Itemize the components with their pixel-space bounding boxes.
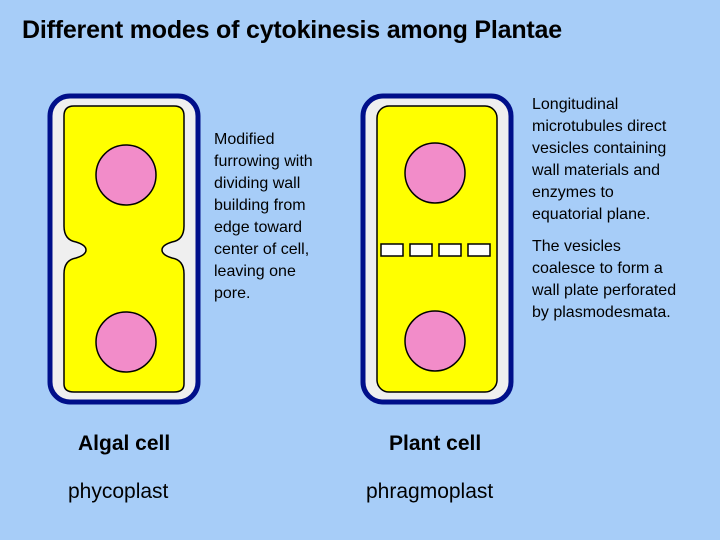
algal-description-text: Modified furrowing with dividing wall bu… <box>214 131 313 302</box>
algal-cell-type: phycoplast <box>68 480 169 503</box>
plant-cell-label: Plant cell <box>389 432 482 455</box>
algal-description: Modified furrowing with dividing wall bu… <box>214 129 334 305</box>
vesicle <box>467 243 491 257</box>
plant-nucleus-bottom <box>404 310 466 372</box>
plant-description-text-2: The vesicles coalesce to form a wall pla… <box>532 238 677 321</box>
plant-description: Longitudinal microtubules direct vesicle… <box>532 94 682 324</box>
vesicle <box>409 243 433 257</box>
vesicle <box>380 243 404 257</box>
algal-cell-diagram <box>47 93 201 405</box>
algal-nucleus-bottom <box>95 311 157 373</box>
algal-nucleus-top <box>95 144 157 206</box>
plant-description-text-1: Longitudinal microtubules direct vesicle… <box>532 96 667 223</box>
plant-cell-type: phragmoplast <box>366 480 494 503</box>
vesicle <box>438 243 462 257</box>
page-title: Different modes of cytokinesis among Pla… <box>22 16 562 44</box>
algal-cell-label: Algal cell <box>78 432 171 455</box>
plant-cell-diagram <box>360 93 514 405</box>
plant-nucleus-top <box>404 142 466 204</box>
